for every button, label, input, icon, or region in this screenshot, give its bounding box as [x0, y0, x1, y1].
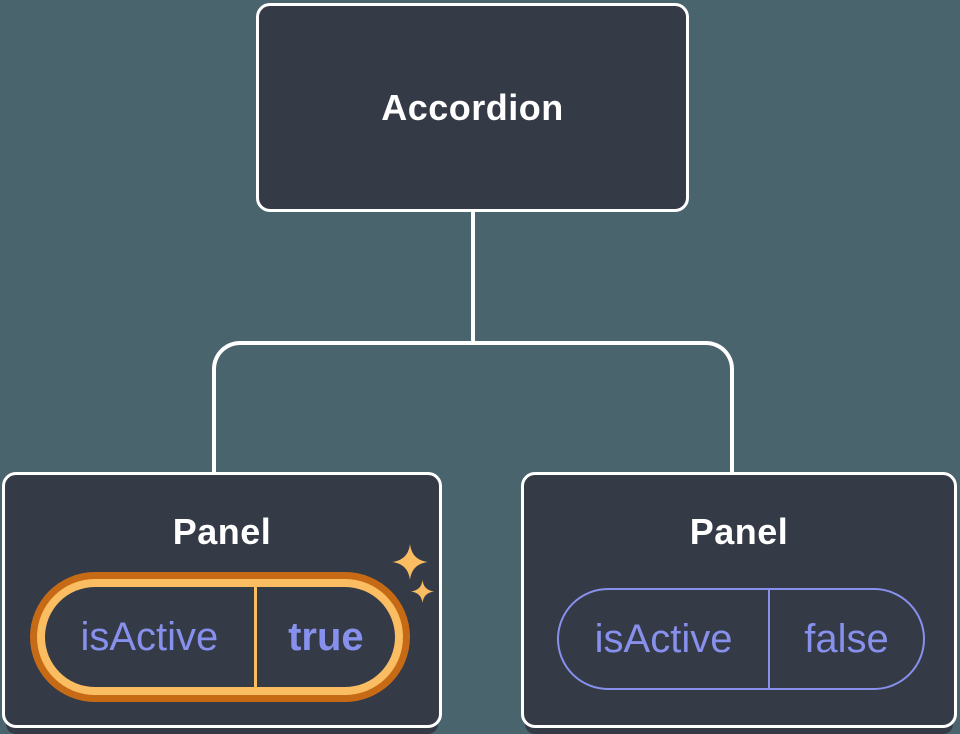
sparkle-icon — [411, 580, 434, 603]
panel-title: Panel — [172, 511, 272, 552]
node-panel-inactive: Panel isActive false — [521, 472, 957, 728]
accordion-title: Accordion — [381, 86, 564, 128]
prop-value: false — [804, 616, 889, 661]
prop-name: isActive — [594, 616, 733, 661]
connector-root-stem — [471, 210, 475, 345]
node-accordion: Accordion — [256, 3, 689, 212]
connector-branch-bracket — [212, 341, 734, 477]
prop-value: true — [288, 614, 364, 659]
prop-pill-active-body: isActive true — [45, 587, 395, 687]
prop-pill-active: isActive true — [30, 572, 410, 702]
prop-name-cell: isActive — [559, 590, 771, 688]
prop-name: isActive — [80, 614, 219, 659]
sparkle-icon — [392, 544, 428, 580]
prop-pill-inactive: isActive false — [557, 588, 925, 690]
node-panel-active: Panel isActive true — [2, 472, 442, 728]
panel-title: Panel — [689, 511, 789, 552]
prop-value-cell: true — [257, 587, 395, 687]
prop-pill-active-ring: isActive true — [37, 579, 403, 695]
prop-name-cell: isActive — [45, 587, 257, 687]
prop-value-cell: false — [770, 590, 923, 688]
